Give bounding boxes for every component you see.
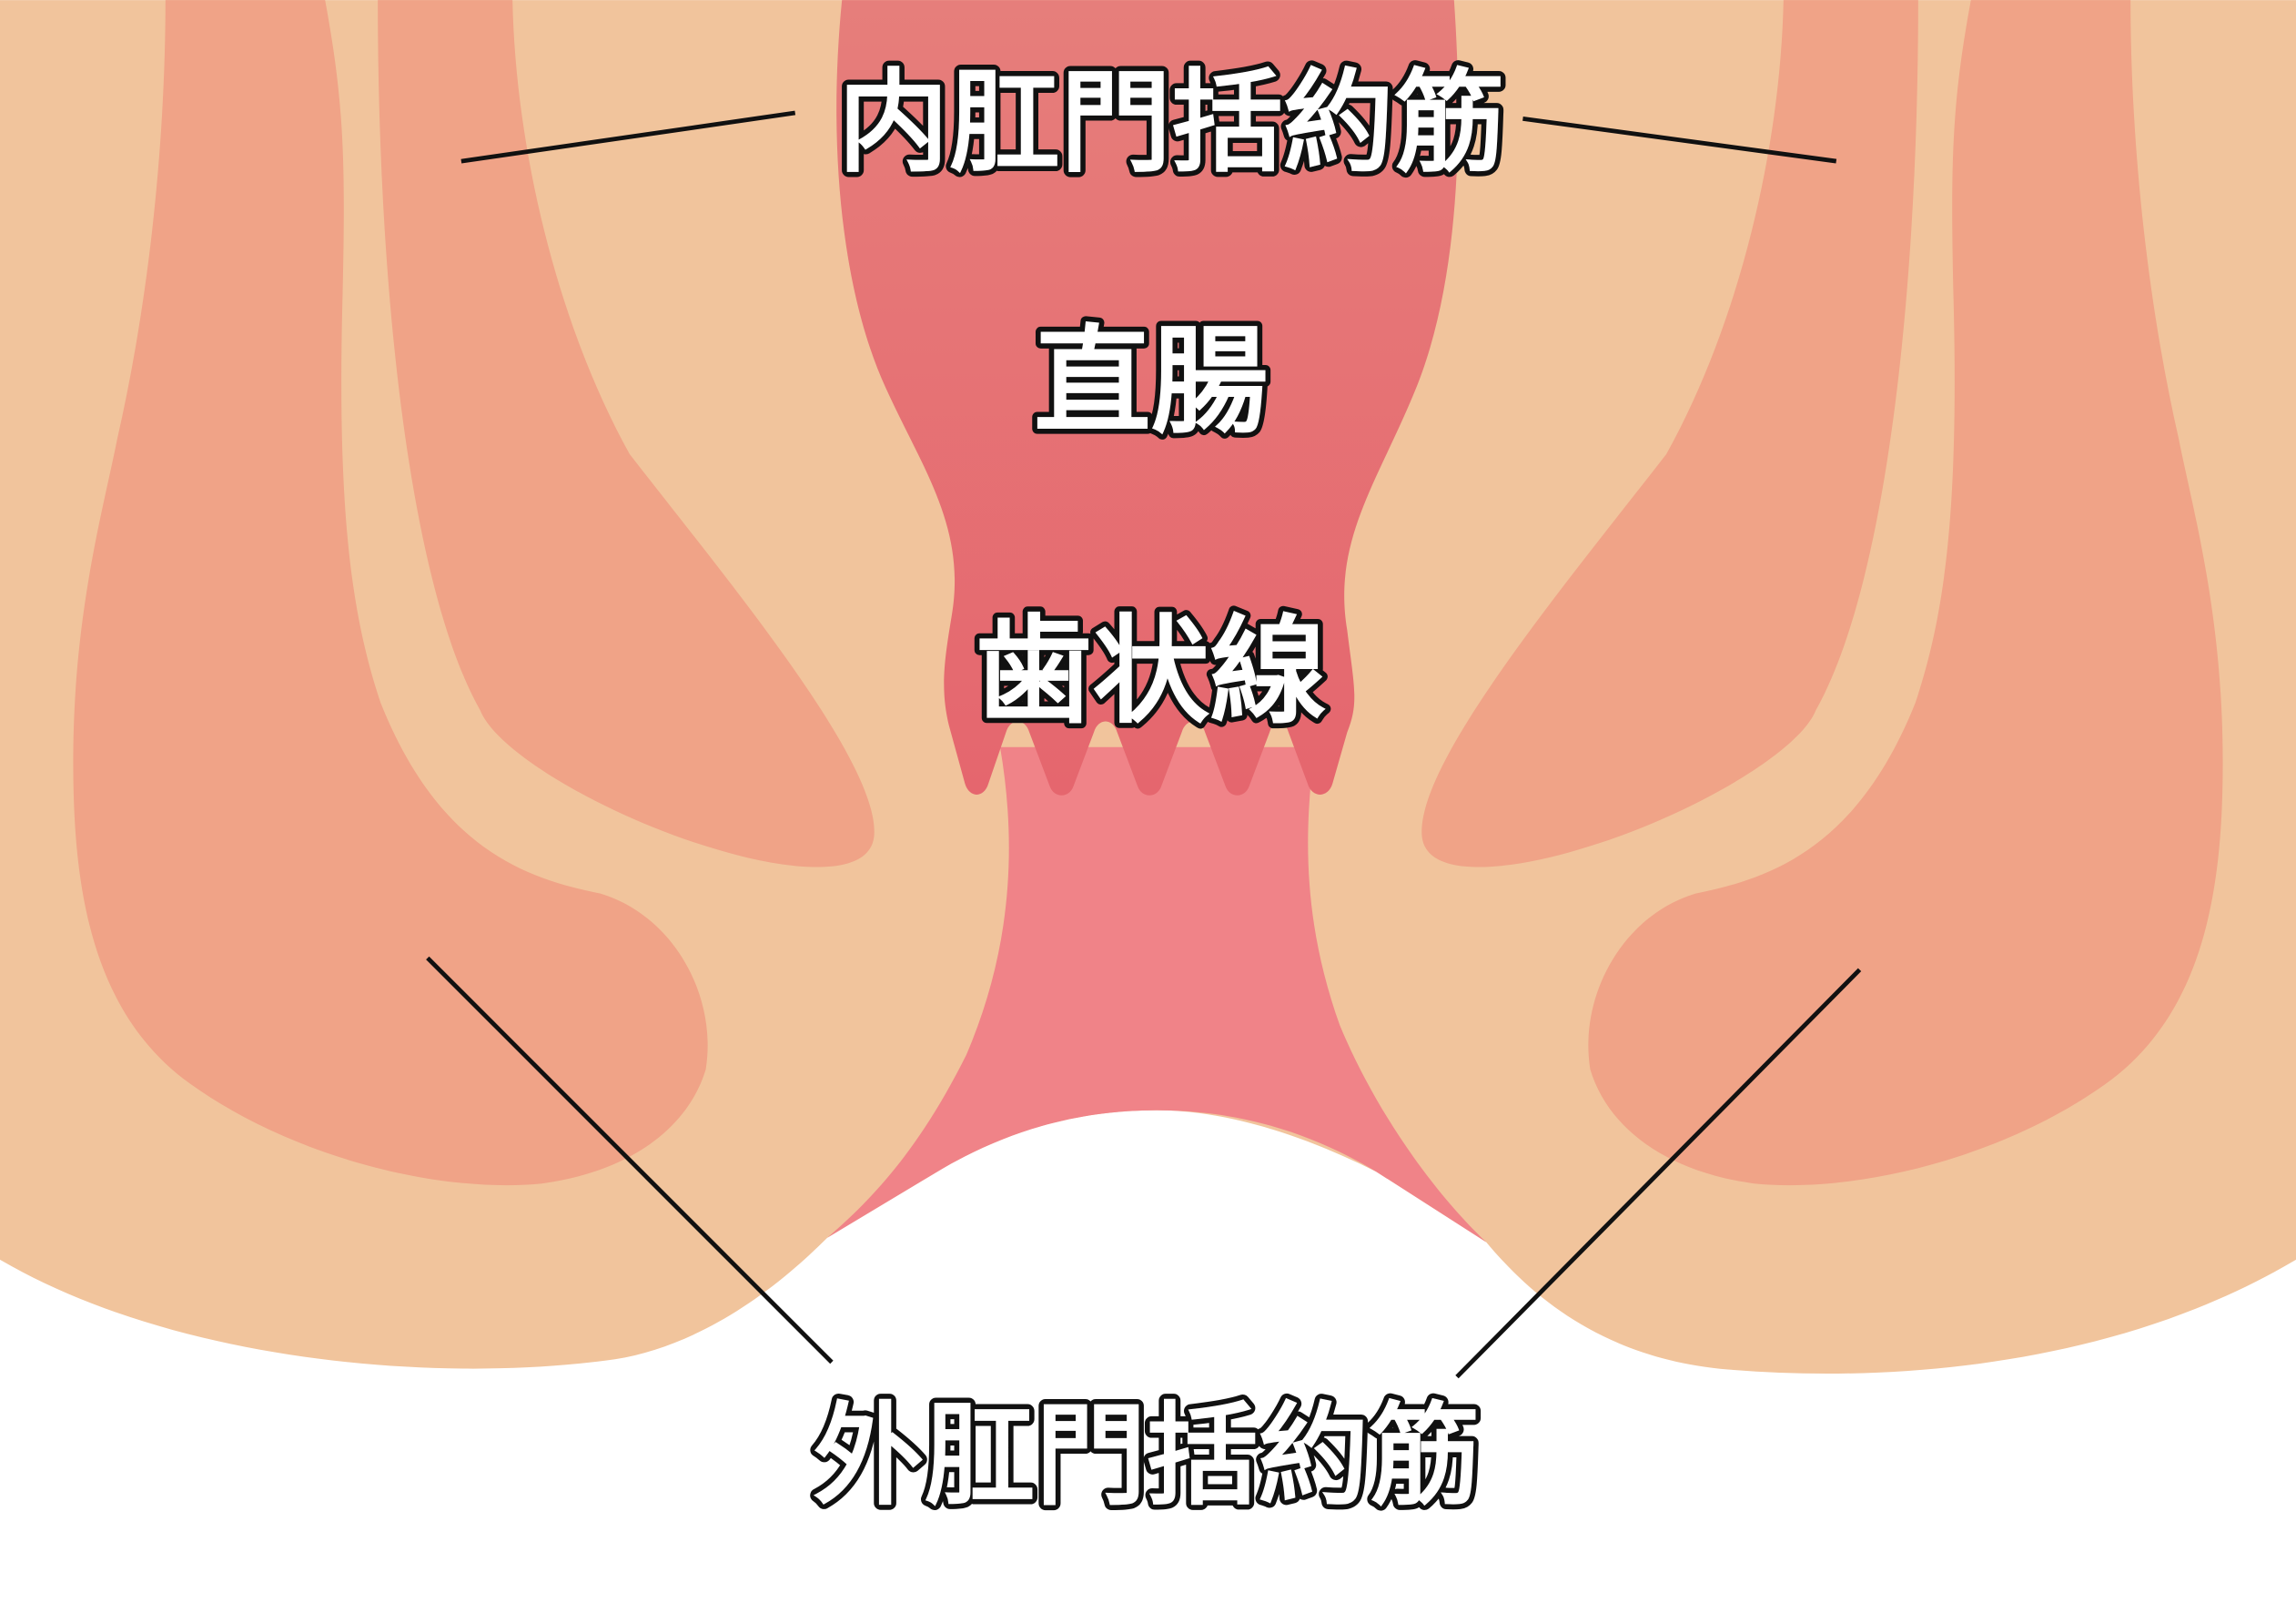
- anal-canal: [827, 746, 1487, 1243]
- left-external-sphincter: [73, 0, 708, 1186]
- left-muscles: [73, 0, 875, 1186]
- leader-line-internal-right: [1522, 117, 1837, 164]
- label-dentate-line: 歯状線: [976, 604, 1327, 740]
- leader-line-external-right: [1455, 968, 1862, 1379]
- label-external-sphincter: 外肛門括約筋: [813, 1390, 1481, 1520]
- label-rectum: 直腸: [1034, 314, 1268, 450]
- leader-line-internal-left: [460, 110, 796, 164]
- right-internal-sphincter: [1421, 0, 1918, 867]
- right-muscles: [1421, 0, 2223, 1186]
- right-external-sphincter: [1588, 0, 2223, 1186]
- left-internal-sphincter: [378, 0, 875, 867]
- leader-line-external-left: [426, 956, 834, 1364]
- label-internal-sphincter: 内肛門括約筋: [837, 57, 1505, 188]
- rectum: [836, 0, 1459, 796]
